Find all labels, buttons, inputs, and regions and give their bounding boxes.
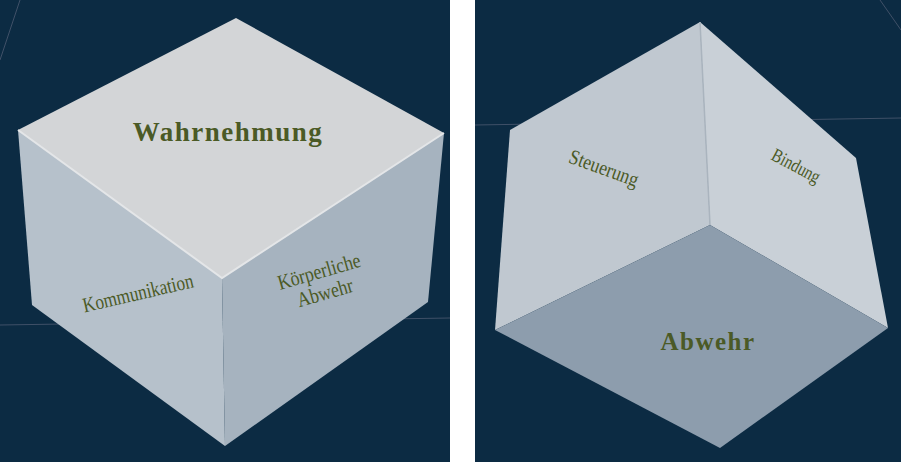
face-text: Wahrnehmung — [98, 118, 358, 146]
cube-bottom-face — [495, 225, 888, 448]
cube-edge — [18, 130, 444, 278]
cube-right-face — [222, 133, 444, 446]
face-text: Abwehr — [618, 329, 798, 355]
cube-left-face — [18, 130, 225, 446]
cube-face-label: Wahrnehmung — [98, 118, 358, 146]
cube-face-label: Abwehr — [618, 329, 798, 355]
cube-edge — [700, 22, 710, 225]
left-panel — [0, 0, 450, 462]
right-panel — [475, 0, 901, 462]
